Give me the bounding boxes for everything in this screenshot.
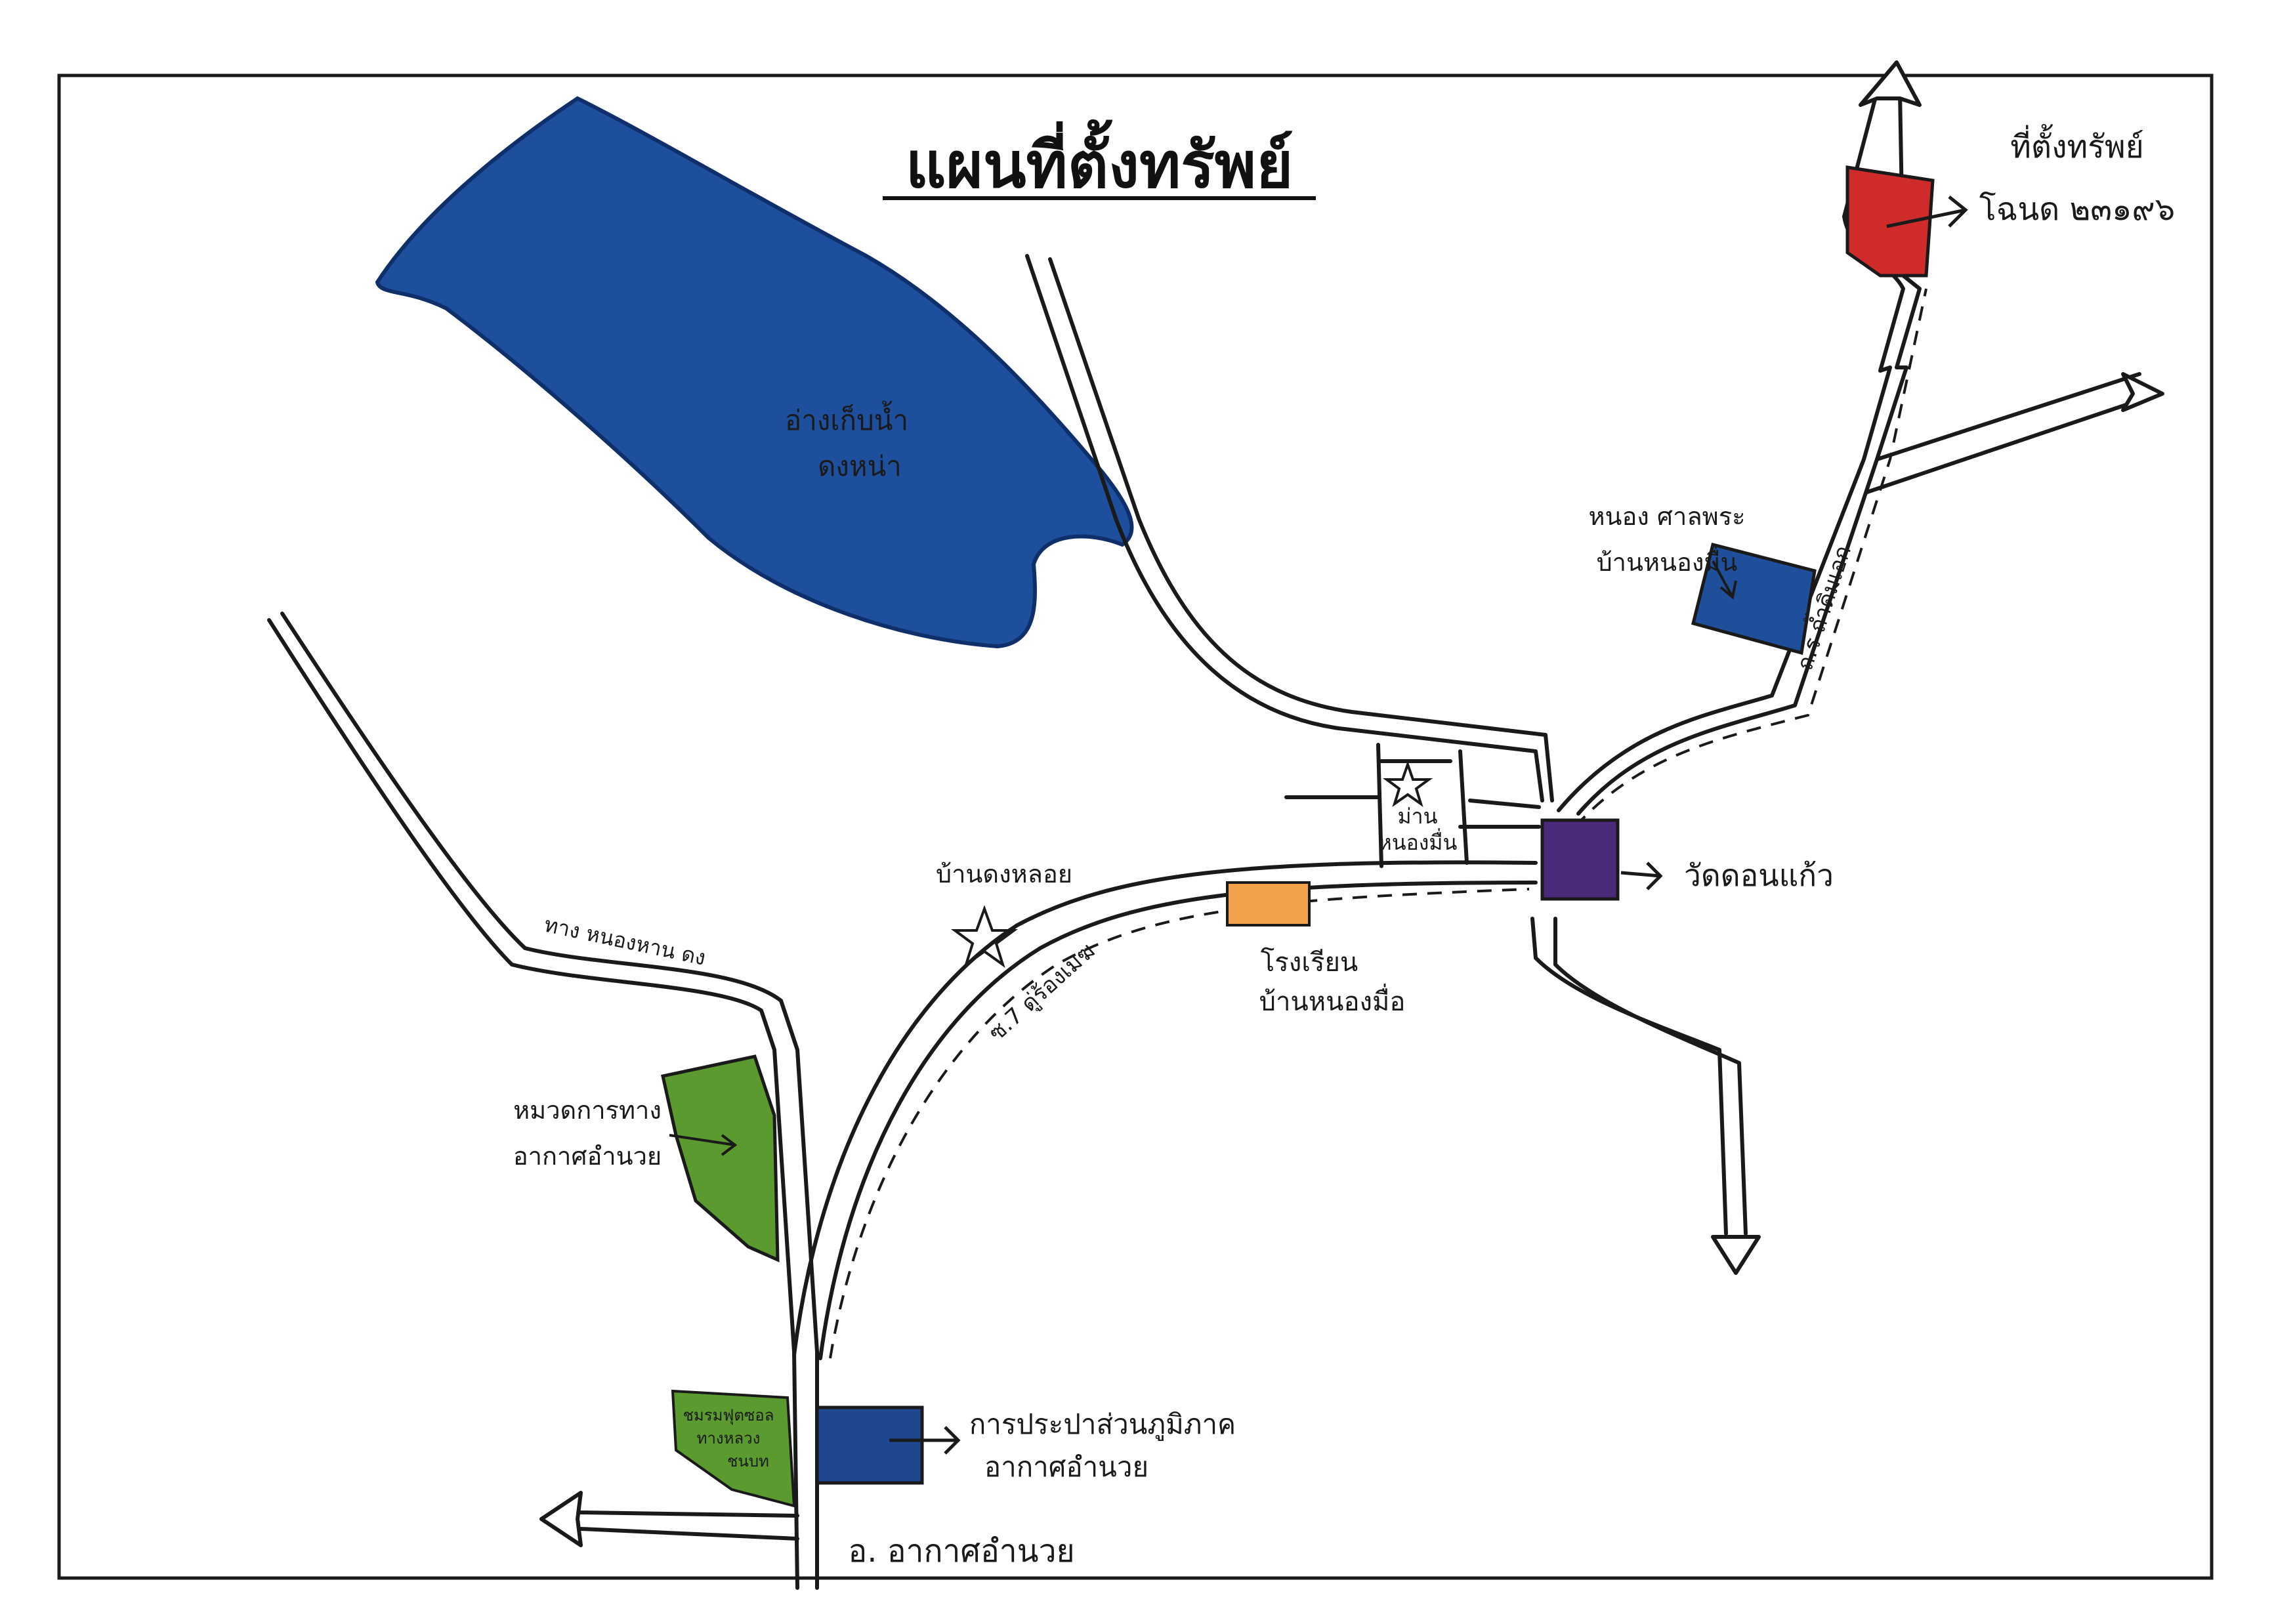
subject-property-parcel (1845, 165, 1935, 278)
arrow-south-icon (1711, 1235, 1761, 1275)
district-label: อ. อากาศอำนวย (848, 1533, 1074, 1570)
arrow-west-icon (539, 1491, 583, 1547)
futsal-parcel (671, 1389, 796, 1508)
map-title: แผนที่ตั้งทรัพย์ (906, 119, 1294, 202)
road-arrows (539, 60, 2164, 1547)
subject-property-label-1: ที่ตั้งทรัพย์ (2010, 124, 2143, 165)
school-label-1: หนอง ศาลพระ (1588, 502, 1745, 531)
water-office-label-2: อากาศอำนวย (984, 1451, 1148, 1483)
road-main (792, 860, 1538, 1357)
hospital-parcel (1226, 881, 1311, 927)
road-southeast (1530, 917, 1728, 1236)
arrow-east-icon (2121, 372, 2164, 412)
hospital-label-1: โรงเรียน (1261, 947, 1358, 978)
school-label-2: บ้านหนองมื่น (1597, 545, 1738, 577)
water-office-parcel (815, 1405, 924, 1485)
temple-parcel (1540, 818, 1620, 901)
village-star-icon (950, 905, 1019, 968)
subject-property-label-2: โฉนด ๒๓๑๙๖ (1979, 191, 2175, 228)
water-office-label-1: การประปาส่วนภูมิภาค (969, 1408, 1236, 1441)
roads (267, 90, 2151, 1590)
temple-label: วัดดอนแก้ว (1684, 858, 1834, 893)
arrow-north-icon (1859, 60, 1922, 107)
futsal-label-3: ชนบท (727, 1452, 769, 1470)
water-office-pointer (889, 1426, 961, 1455)
village-office-star-icon (1382, 760, 1433, 807)
highway-unit-label-2: อากาศอำนวย (513, 1142, 662, 1171)
hospital-label-2: บ้านหนองมื่อ (1259, 984, 1406, 1017)
school-parcel (1691, 542, 1817, 656)
highway-unit-parcel (661, 1054, 780, 1262)
village-office-label-2: หนองมื่น (1378, 828, 1458, 855)
reservoir-label-2: ดงหน่า (818, 450, 902, 482)
reservoir-shape (375, 96, 1134, 649)
village-dong-label: บ้านดงหลอย (936, 860, 1072, 888)
futsal-label-1: ชมรมฟุตซอล (683, 1406, 774, 1425)
subject-property-pointer (1886, 196, 1968, 228)
road-upper-center (1025, 254, 1544, 802)
map-frame (57, 73, 2214, 1580)
reservoir-label-1: อ่างเก็บน้ำ (785, 400, 908, 436)
road-bottom-west (579, 1510, 799, 1518)
road-center-label: ซ.7 ดู่ร้องเมฆ (984, 938, 1101, 1047)
road-left (267, 618, 799, 1590)
road-east-branch (1875, 372, 2141, 461)
highway-unit-label-1: หมวดการทาง (513, 1096, 662, 1125)
temple-pointer (1620, 862, 1663, 890)
futsal-label-2: ทางหลวง (697, 1429, 761, 1447)
village-office-label-1: ม่าน (1398, 804, 1438, 829)
